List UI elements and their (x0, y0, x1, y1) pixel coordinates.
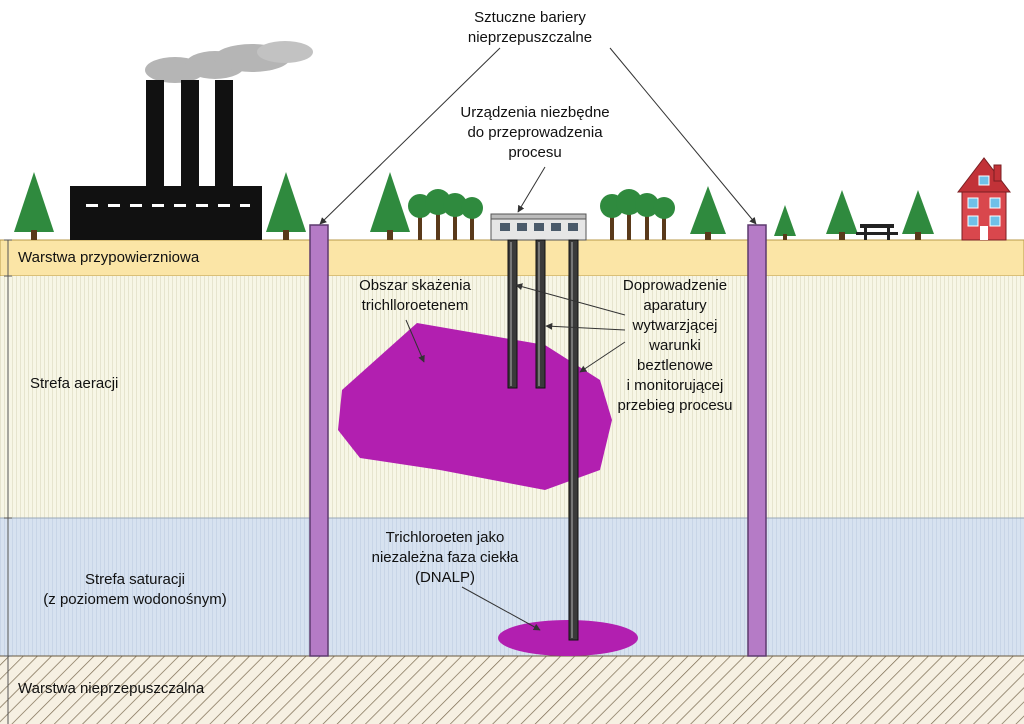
contamination-callout: Obszar skażenia trichlloroetenem (359, 277, 471, 314)
picnic-table-icon (856, 224, 898, 240)
impermeable-layer-label: Warstwa nieprzepuszczalna (18, 680, 205, 697)
callout-arrows (319, 47, 757, 631)
barriers-callout: Sztuczne bariery nieprzepuszczalne (467, 9, 593, 46)
dnalp-pool (498, 620, 638, 656)
factory-icon (70, 41, 313, 240)
impermeable-layer (0, 656, 1024, 724)
equipment-callout: Urządzenia niezbędne do przeprowadzenia … (460, 104, 610, 161)
surface-layer-label: Warstwa przypowierzniowa (18, 249, 200, 266)
dnalp-callout: Trichloroeten jako niezależna faza ciekł… (371, 529, 519, 586)
saturation-zone-label: Strefa saturacji (z poziomem wodonośnym) (43, 571, 227, 608)
tree-icon (14, 172, 934, 240)
aeration-zone-label: Strefa aeracji (30, 375, 119, 392)
equipment-building-icon (490, 213, 587, 241)
house-icon (956, 157, 1012, 241)
barrier-left (309, 224, 329, 657)
monitoring-pipes (507, 239, 579, 641)
tree-icon (408, 189, 675, 240)
depth-scale (4, 239, 12, 724)
barrier-right (747, 224, 767, 657)
apparatus-callout: Doprowadzenie aparatury wytwarzjącej war… (617, 277, 733, 414)
